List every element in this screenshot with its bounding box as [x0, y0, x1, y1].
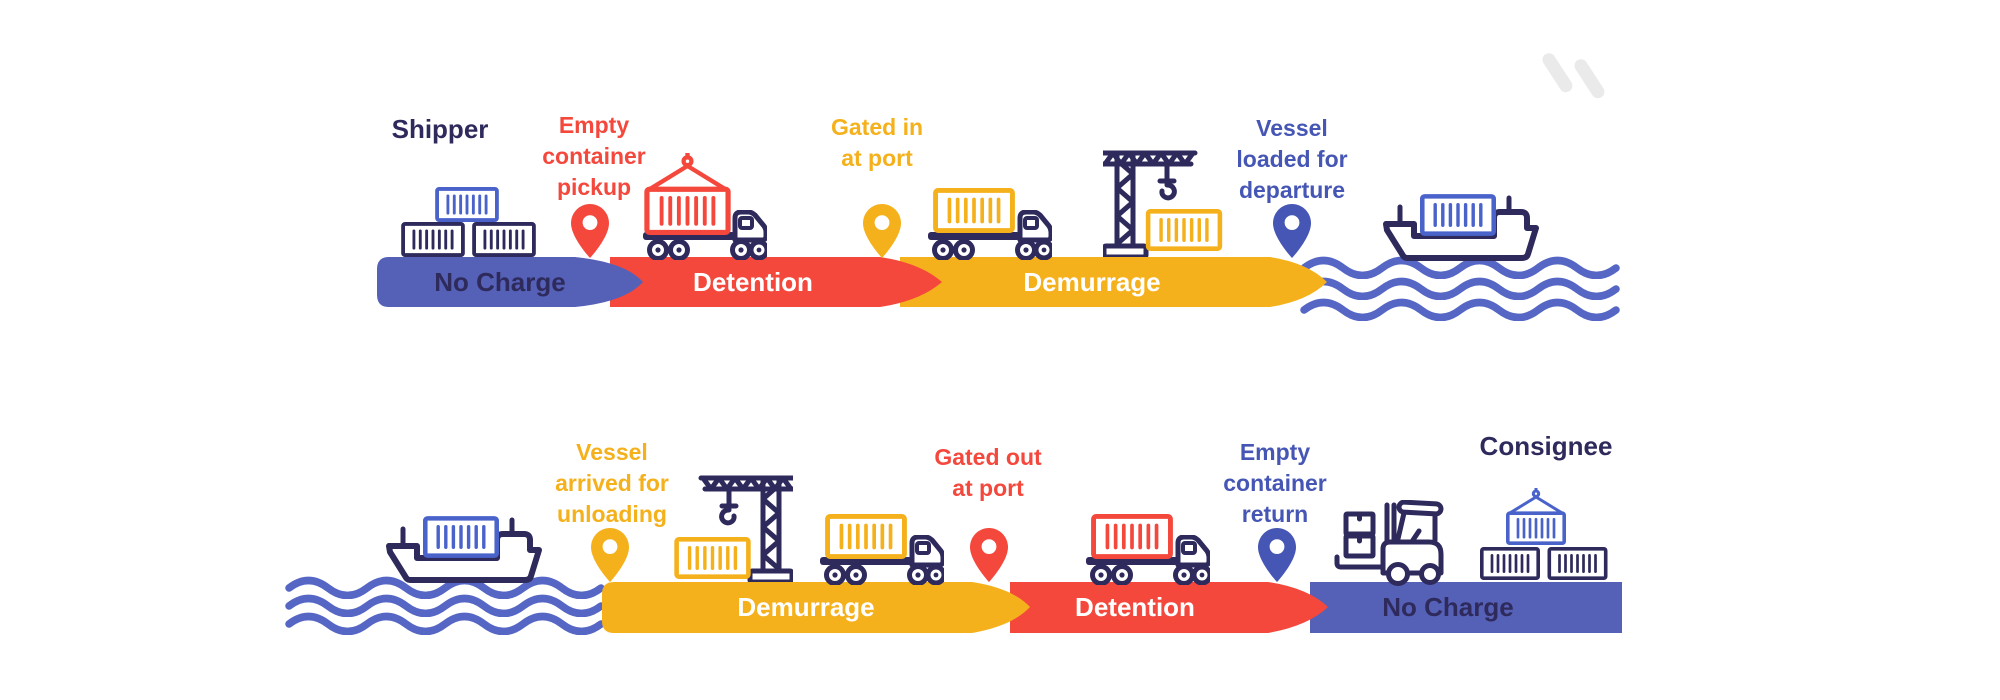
segment-label-demurrage-top: Demurrage [1023, 267, 1161, 297]
gated-out-map-pin-icon [970, 528, 1008, 582]
milestone-empty-container-pickup: Empty container pickup [542, 112, 646, 200]
shipper-container-stack-icon [403, 189, 534, 255]
timeline-segment-demurrage-bottom [602, 582, 1030, 633]
timeline-segment-detention-bottom [1010, 582, 1328, 633]
arriving-cargo-ship-icon [389, 518, 539, 580]
milestone-gated-out-at-port: Gated out at port [934, 444, 1042, 501]
timeline-segment-no-charge-top [377, 257, 643, 307]
container-return-map-pin-icon [1258, 528, 1296, 582]
pickup-map-pin-icon [571, 204, 609, 258]
milestone-vessel-arrived-for-unloading: Vessel arrived for unloading [555, 439, 669, 527]
milestone-vessel-loaded-for-departure: Vessel loaded for departure [1236, 115, 1348, 203]
watermark-icon [1542, 53, 1605, 99]
port-exit-truck-icon [820, 516, 944, 583]
milestone-empty-container-return: Empty container return [1223, 439, 1327, 527]
segment-label-demurrage-bottom: Demurrage [737, 592, 875, 622]
consignee-container-stack-icon [1479, 488, 1608, 580]
milestone-gated-in-at-port: Gated in at port [830, 114, 924, 171]
segment-label-no-charge-top: No Charge [434, 267, 566, 297]
segment-label-no-charge-bottom: No Charge [1382, 592, 1514, 622]
gated-in-map-pin-icon [863, 204, 901, 258]
unloading-crane-icon [677, 478, 793, 582]
port-crane-icon [1103, 153, 1220, 257]
vessel-loaded-map-pin-icon [1273, 204, 1311, 258]
return-truck-icon [1086, 516, 1210, 583]
departing-cargo-ship-icon [1386, 196, 1536, 258]
consignee-label: Consignee [1479, 431, 1613, 461]
vessel-arrived-map-pin-icon [591, 528, 629, 582]
segment-label-detention-top: Detention [693, 267, 813, 297]
timeline-segment-detention-top [610, 257, 942, 307]
timeline-segment-demurrage-top [900, 257, 1327, 307]
import-waves-icon [289, 581, 601, 632]
segment-label-detention-bottom: Detention [1075, 592, 1195, 622]
shipper-label: Shipper [391, 114, 489, 144]
forklift-icon [1337, 502, 1441, 584]
export-waves-icon [1304, 261, 1616, 318]
timeline-segment-no-charge-bottom [1310, 582, 1622, 633]
gated-in-truck-icon [928, 190, 1052, 258]
empty-container-pickup-truck-icon [643, 153, 767, 259]
